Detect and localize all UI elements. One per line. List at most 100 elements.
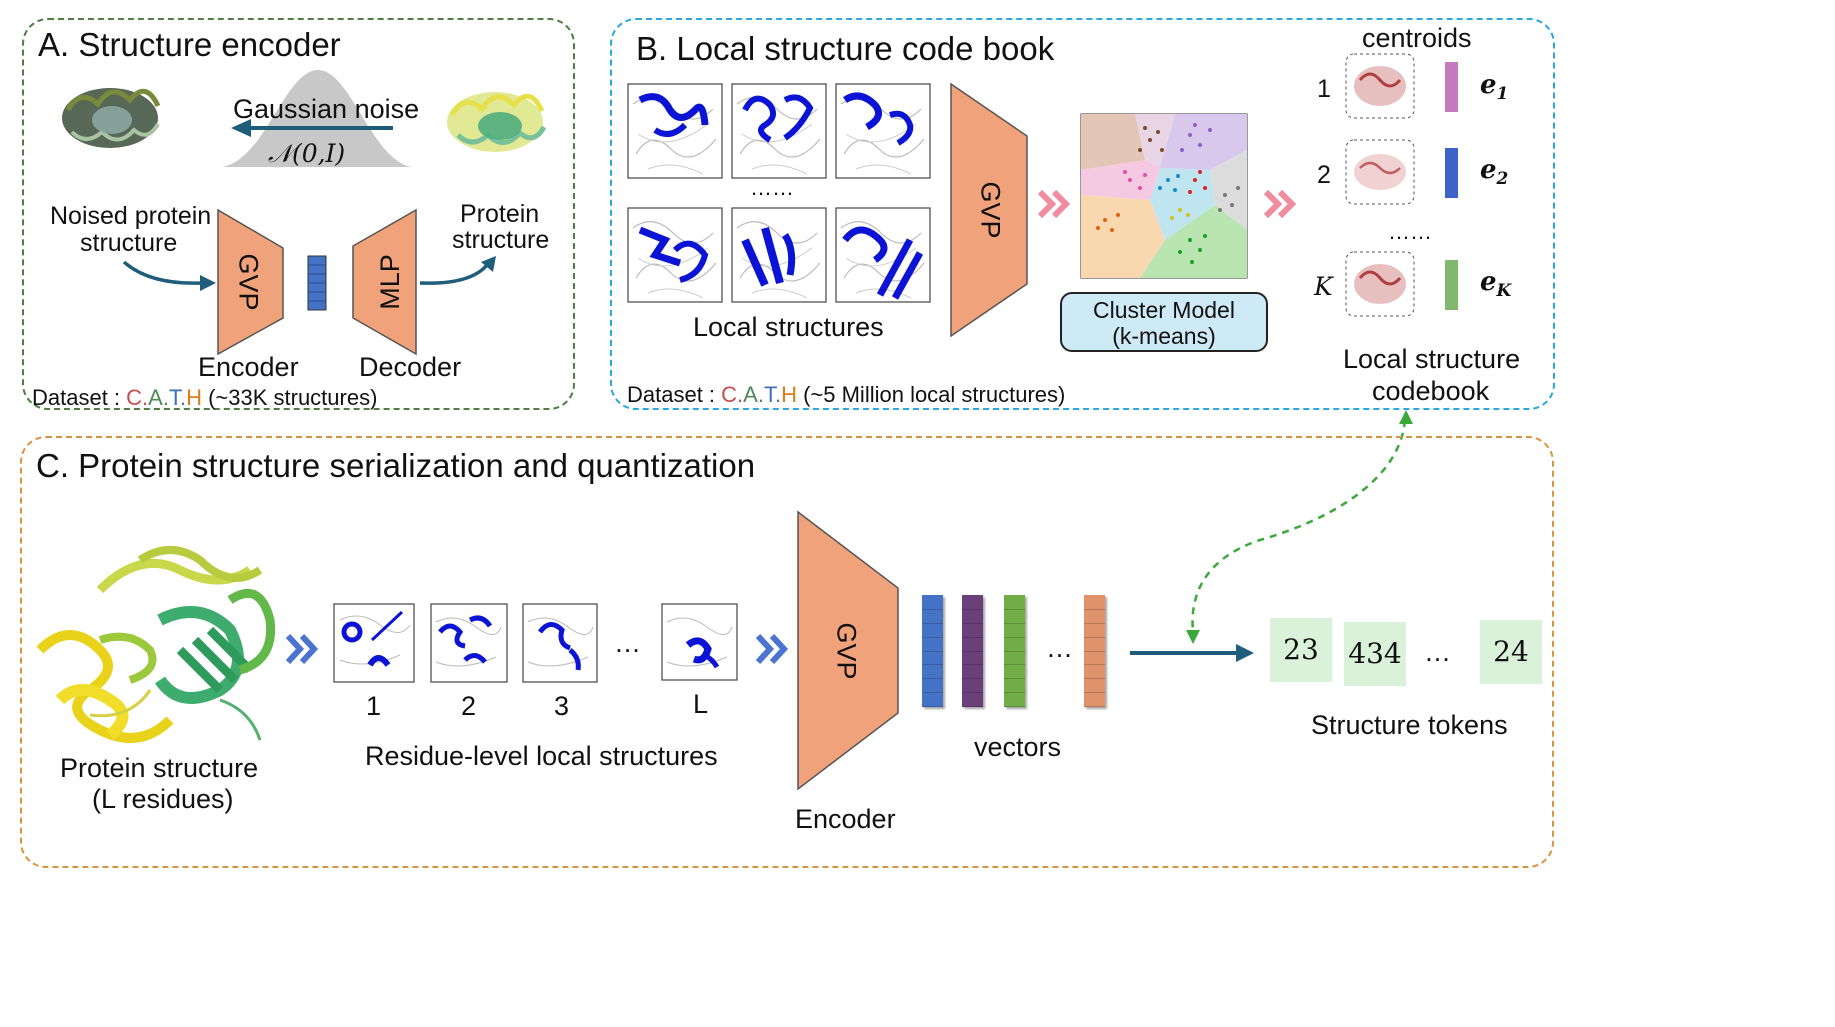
structure-token: 24 — [1480, 620, 1542, 684]
centroids-label: centroids — [1362, 23, 1472, 53]
residue-index-3: 3 — [554, 691, 570, 721]
cath-a: A. — [148, 385, 169, 410]
chevron-right-icon — [1263, 189, 1297, 219]
local-structure-tile — [627, 207, 723, 303]
residue-index-2: 2 — [461, 691, 477, 721]
tokens-arrow-head — [1236, 644, 1254, 662]
centroid-thumbnail — [1345, 251, 1415, 317]
structure-token: 23 — [1270, 618, 1332, 682]
panel-b-dataset: Dataset : C.A.T.H (~5 Million local stru… — [627, 382, 1065, 408]
codebook-vector-bar — [1445, 148, 1458, 198]
codebook-vector-e1: e1 — [1480, 70, 1508, 104]
structure-token: 434 — [1344, 622, 1406, 686]
protein-structure-label-2: (L residues) — [92, 784, 234, 814]
codebook-label-1: Local structure — [1343, 344, 1521, 374]
local-structure-tile — [731, 83, 827, 179]
local-structure-tile — [731, 207, 827, 303]
residue-local-structure-tile — [522, 603, 598, 683]
noised-protein-label-1: Noised protein — [50, 202, 212, 230]
codebook-index-2: 2 — [1317, 161, 1331, 189]
ek-symbol: e — [1480, 267, 1497, 297]
codebook-vector-bar — [1445, 62, 1458, 112]
noised-protein-label-2: structure — [80, 229, 178, 257]
cath-t: T. — [763, 382, 782, 407]
output-arrow-head — [481, 256, 496, 272]
centroid-thumbnail — [1345, 139, 1415, 205]
cluster-model-box: Cluster Model (k-means) — [1060, 292, 1268, 352]
cath-c: C. — [126, 385, 149, 410]
chevron-right-icon — [285, 633, 319, 665]
residue-index-l: L — [693, 689, 709, 719]
output-vector-bar — [1084, 595, 1105, 707]
serialization-gvp-block — [797, 510, 899, 791]
codebook-gvp-block — [950, 82, 1028, 338]
residue-local-structure-tile — [333, 603, 415, 683]
panel-c-title: C. Protein structure serialization and q… — [36, 447, 756, 484]
vectors-label: vectors — [974, 732, 1062, 762]
cath-h: H — [186, 385, 202, 410]
output-vector-bar — [1004, 595, 1025, 707]
decoder-label: Decoder — [359, 352, 462, 382]
residue-ellipsis: … — [614, 628, 641, 658]
dataset-suffix: (~5 Million local structures) — [796, 382, 1066, 407]
codebook-label-2: codebook — [1372, 376, 1490, 406]
panel-a-dataset: Dataset : C.A.T.H (~33K structures) — [32, 385, 377, 411]
gaussian-noise-label: Gaussian noise — [233, 94, 420, 124]
protein-structure-label-1: Protein — [460, 200, 540, 228]
encoder-gvp-block — [217, 208, 284, 356]
ek-sub: K — [1496, 281, 1512, 302]
cath-h: H — [781, 382, 797, 407]
residue-index-1: 1 — [366, 691, 382, 721]
local-structure-tile — [627, 83, 723, 179]
local-structure-tile — [835, 207, 931, 303]
structure-tokens-label: Structure tokens — [1311, 710, 1508, 740]
protein-structure-label-2: structure — [452, 226, 550, 254]
cath-a: A. — [743, 382, 764, 407]
output-vector-bar — [962, 595, 983, 707]
panel-structure-encoder — [22, 18, 575, 410]
residue-local-structure-tile — [430, 603, 508, 683]
cath-c: C. — [721, 382, 744, 407]
protein-image-small — [447, 92, 547, 152]
centroid-thumbnail — [1345, 53, 1415, 119]
codebook-vector-e2: e2 — [1480, 155, 1508, 189]
serialization-gvp-text: GVP — [831, 622, 862, 680]
local-structure-tile — [835, 83, 931, 179]
cluster-model-line1: Cluster Model — [1093, 297, 1235, 323]
cath-t: T. — [168, 385, 187, 410]
codebook-vector-ek: eK — [1480, 267, 1511, 301]
codebook-index-1: 1 — [1317, 75, 1331, 103]
chevron-right-icon — [755, 633, 789, 665]
codebook-vector-bar — [1445, 260, 1458, 310]
dataset-prefix: Dataset : — [32, 385, 127, 410]
latent-vector — [307, 255, 327, 311]
dataset-suffix: (~33K structures) — [201, 385, 378, 410]
connector-arrow-up — [1399, 410, 1413, 424]
noised-protein-image — [62, 88, 161, 148]
serialization-encoder-label: Encoder — [795, 804, 896, 834]
codebook-index-k: K — [1314, 272, 1333, 301]
kmeans-cluster-plot — [1080, 113, 1248, 279]
cluster-model-line2: (k-means) — [1112, 323, 1216, 349]
decoder-mlp-block — [352, 208, 417, 356]
panel-local-structure-codebook — [610, 18, 1555, 410]
noise-arrow-head — [231, 119, 251, 137]
input-arrow-head — [200, 275, 216, 291]
e1-sub: 1 — [1496, 84, 1509, 105]
panel-serialization-quantization — [20, 436, 1554, 868]
dataset-prefix: Dataset : — [627, 382, 722, 407]
local-structures-label: Local structures — [693, 312, 884, 342]
token-ellipsis: … — [1424, 637, 1451, 667]
tile-ellipsis: …… — [750, 175, 794, 200]
panel-b-title: B. Local structure code book — [636, 30, 1055, 67]
panel-a-title: A. Structure encoder — [38, 26, 341, 63]
residue-local-structure-tile — [661, 603, 738, 681]
residue-level-label: Residue-level local structures — [365, 741, 718, 771]
gaussian-curve — [222, 70, 412, 167]
codebook-ellipsis: …… — [1388, 219, 1432, 244]
e2-symbol: e — [1480, 155, 1497, 185]
e2-sub: 2 — [1496, 169, 1509, 190]
chevron-right-icon — [1037, 189, 1071, 219]
